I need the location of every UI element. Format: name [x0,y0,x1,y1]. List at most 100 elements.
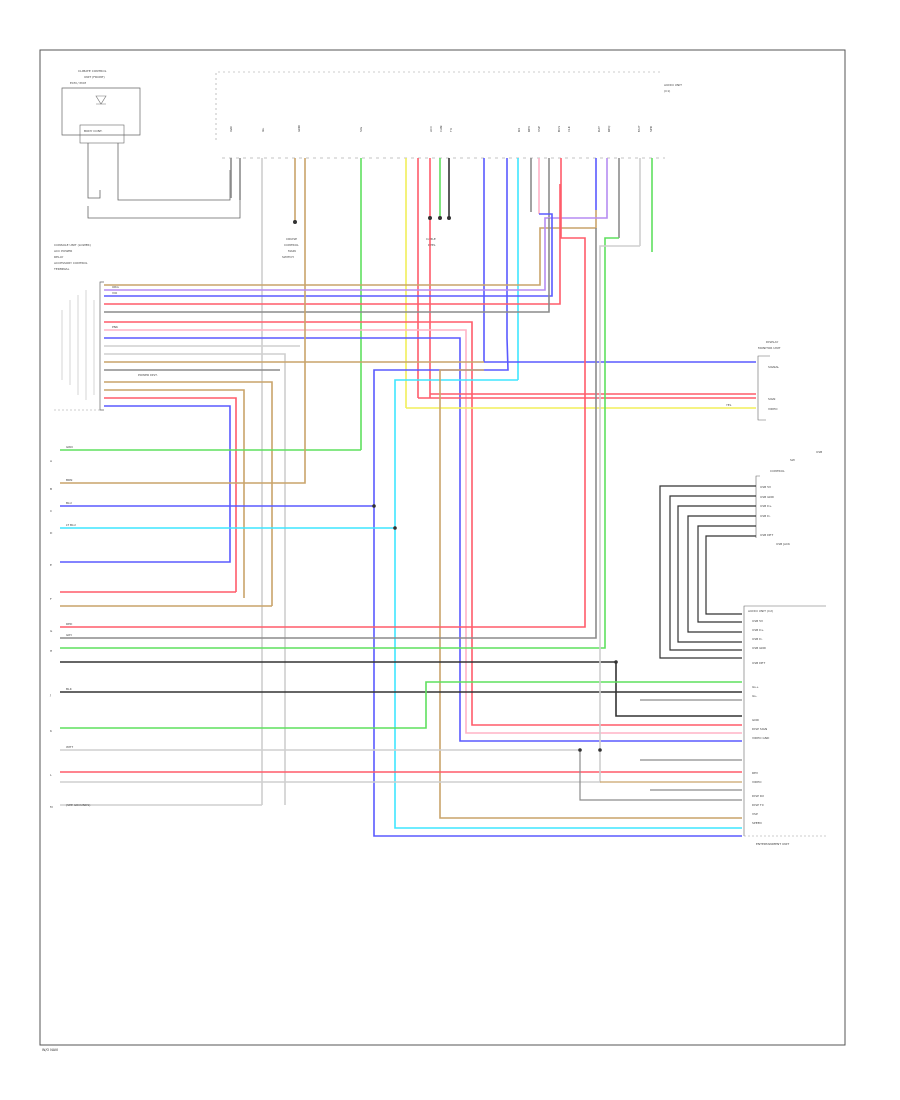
left-unit-name-1: CONSOLE UNIT (LOWER) [54,243,91,247]
wire-label-grn: GRN [66,445,73,449]
right-mid-wires [373,337,756,837]
rb-pin-6: ILL+ [752,685,759,689]
harness-label: POWER DIST. [138,373,158,377]
wire-l12 [60,681,742,729]
splice-3 [614,660,618,664]
rb-pin-14: DISP TX [752,803,764,807]
usb-wire-3 [677,505,756,643]
left-unit-internal-lines [61,290,95,400]
top-pin-label-10: VSP [537,126,541,132]
wire-l15 [60,245,640,783]
cable-reel-line-6: REEL [428,243,436,247]
splice-1 [372,504,376,508]
wire-label-blk: BLK [66,687,73,691]
top-pin-label-2: ILL [261,127,265,132]
wire-label-gry: GRY [66,633,72,637]
top-pin-label-7: TX [449,128,453,133]
right-mid-pin-1: SIGNAL [768,365,779,369]
usb-wire-1 [659,485,756,659]
top-pin-label-13: DAT [597,126,601,132]
wire-h16 [60,405,231,563]
ref-e: E [50,563,52,567]
top-drops [230,158,653,805]
left-unit-name-3: RELAY [54,255,64,259]
top-pin-label-14: REQ [607,125,611,132]
wire-label-brn: BRN [66,478,72,482]
right-bottom-footer: ENTERTAINMENT UNIT [756,842,789,846]
left-unit-name-5: TERMINAL [53,267,70,271]
wire-h6 [104,321,742,726]
top-pin-label-16: SPD [649,125,653,132]
wire-l10 [60,661,742,717]
diagram-frame [39,49,846,1046]
wire-labels: GRN BLU PNK RED BRN YEL WHT GRY LT BLU B… [66,285,732,749]
top-right-name-2: (C1) [664,89,670,93]
page-label: W/O NAVI [42,1048,58,1052]
wire-h7 [104,329,742,734]
rb-pin-7: ILL- [752,694,757,698]
rb-pin-4: USB GND [752,646,767,650]
lower-right-wires [579,699,742,801]
wire-h4 [104,184,561,305]
cable-reel-line-5: CABLE [426,237,436,241]
wire-h8 [104,337,742,742]
rb-pin-5: USB DET [752,661,765,665]
usb-pin-2: USB GND [760,495,775,499]
splice-5 [598,748,602,752]
ground-dot-2 [428,216,432,220]
usb-pin-1: USB 5V [760,485,772,489]
ref-m: M [50,805,53,809]
usb-name-1: USB [816,450,822,454]
top-right-name-1: AUDIO UNIT [664,83,682,87]
wire-rm-tan [439,369,742,819]
ground-dot-1 [293,220,297,224]
rb-pin-1: USB 5V [752,619,764,623]
wire-h13 [104,381,273,606]
usb-wire-4 [687,515,756,633]
cable-reel-line-2: CONTROL [284,243,299,247]
top-left-inner-label: BODY CONT. [84,129,102,133]
wire-label-wht: WHT [66,745,73,749]
rb-pin-10: VIDEO GND [752,736,770,740]
cable-reel-line-4: SWITCH [282,255,294,259]
left-unit-name-4: ACCESSORY CONTROL [54,261,88,265]
usb-pin-4: USB D- [760,514,771,518]
left-unit-bracket [99,281,104,411]
rb-pin-2: USB D+ [752,628,764,632]
top-pin-label-8: RX [517,128,521,132]
rb-pin-3: USB D- [752,637,763,641]
right-mid-pin-3: VIDEO [768,407,778,411]
wire-label-org: ORG [112,285,119,289]
wire-label-ltblu: LT BLU [66,523,76,527]
left-bottom-note: (SEE GROUNDS) [66,803,90,807]
left-unit-name-2: ACC POWER [54,249,72,253]
usb-name-3: CONTROL [770,469,785,473]
ground-dot-3 [438,216,442,220]
rb-pin-9: DISP SIGN [752,727,767,731]
usb-bracket [755,475,760,538]
right-mid-bracket [757,355,770,421]
wire-label-blu: BLU [66,501,72,505]
component-cable-reel: CRUISE CONTROL MAIN SWITCH CABLE REEL [282,237,436,259]
ref-b: B [50,487,52,491]
wire-h10 [104,353,286,805]
wire-l8 [60,228,597,639]
ref-g: G [50,629,53,633]
wire-h14 [104,389,245,598]
top-pin-label-15: MUT [637,125,641,132]
top-pin-label-1: IGN [229,127,233,132]
right-bottom-outline [743,605,826,836]
ref-f: F [50,597,52,601]
wire-h15 [104,397,237,592]
component-usb-jack: USB SW CONTROL USB 5V USB GND USB D+ USB… [755,450,822,546]
ref-a: A [50,459,53,463]
top-pin-label-11: BUS [557,126,561,132]
usb-wire-5 [697,525,756,623]
right-mid-pin-2: SIGN [768,397,775,401]
top-pin-label-12: CLK [567,125,571,132]
usb-bundle-wires [659,485,756,659]
right-mid-name-2: MONITOR UNIT [758,346,781,350]
top-connector-dashed-outline [215,71,662,140]
top-left-name-2: UNIT (FRONT) [84,75,105,79]
